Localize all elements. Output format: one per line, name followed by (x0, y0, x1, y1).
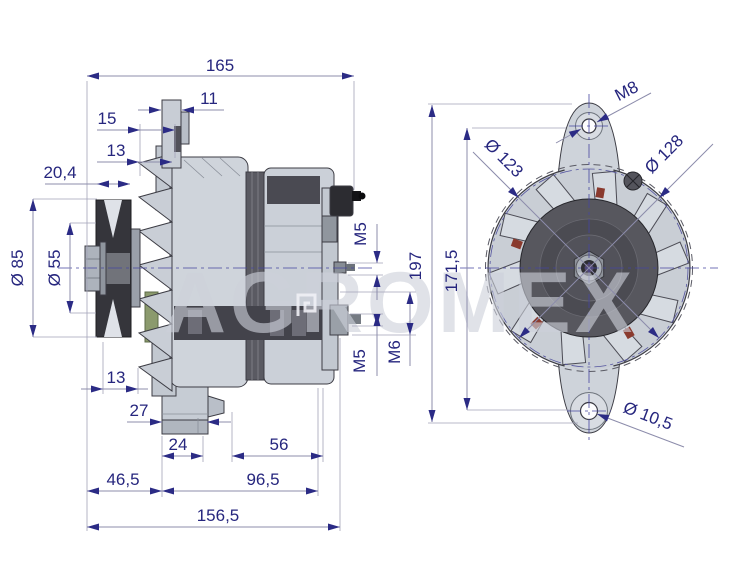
watermark-text: AGROMEX (164, 255, 636, 351)
dim-overall-width: 165 (206, 56, 234, 75)
watermark-logo-icon (296, 293, 317, 316)
dim-front-length: 46,5 (106, 470, 139, 489)
connector-plug (329, 185, 354, 217)
dim-arm-width: 27 (130, 401, 149, 420)
dim-lug-offset: 15 (98, 109, 117, 128)
dim-pulley-diameter: Ø 85 (8, 250, 27, 287)
fan-side (137, 153, 174, 392)
dim-hub-diameter: Ø 55 (45, 250, 64, 287)
dim-output-terminal-thread: M6 (385, 340, 404, 364)
dim-pulley-width: 20,4 (43, 163, 76, 182)
watermark: AGROMEX (164, 255, 636, 351)
dim-terminal-bottom-thread: M5 (350, 349, 369, 373)
dim-bottom-hole-diameter: Ø 10,5 (621, 398, 675, 434)
dim-stator-diameter: Ø 123 (481, 135, 527, 181)
dim-lug-width: 11 (200, 89, 218, 108)
dim-groove-offset: 13 (107, 368, 126, 387)
dim-overall-height: 197 (406, 252, 425, 280)
dim-mounting-length: 156,5 (197, 506, 240, 525)
dim-terminal-top-thread: M5 (351, 222, 370, 246)
dim-housing-diameter: Ø 128 (641, 131, 687, 177)
dim-bracket-offset: 13 (107, 141, 126, 160)
dim-rear-length: 56 (270, 435, 289, 454)
dim-body-length: 96,5 (246, 470, 279, 489)
dim-hole-spacing: 171,5 (442, 250, 461, 293)
dim-foot-width: 24 (169, 435, 188, 454)
